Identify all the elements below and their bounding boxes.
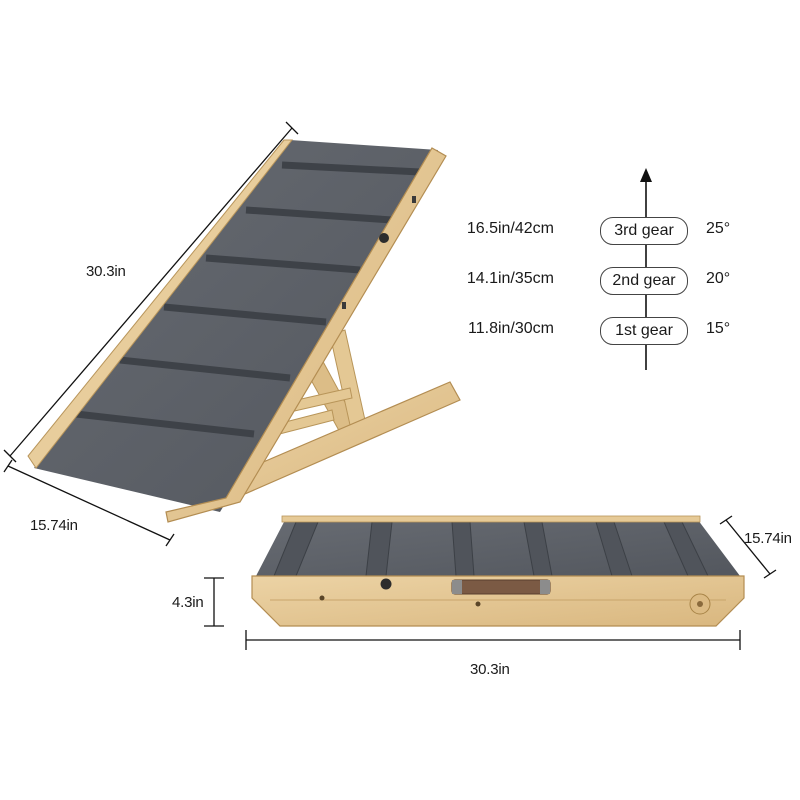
- inclined-ramp: [27, 139, 461, 523]
- gear-height: 16.5in/42cm: [466, 220, 554, 237]
- arrow-up-icon: [640, 168, 652, 182]
- ramp-right-rail: [165, 147, 447, 523]
- folded-length-label: 30.3in: [470, 661, 510, 678]
- ramp-carpet: [34, 140, 438, 512]
- folded-logo: [380, 578, 392, 590]
- folded-traction-strips: [273, 521, 709, 577]
- folded-height-label: 4.3in: [172, 594, 204, 611]
- ramp-left-rail: [27, 139, 294, 469]
- incline-width-label: 15.74in: [30, 517, 78, 534]
- gear-height: 14.1in/35cm: [466, 270, 554, 287]
- gear-angle: 25°: [706, 220, 731, 237]
- gear-label-pill: 3rd gear: [600, 217, 688, 245]
- ramp-logo: [379, 233, 389, 243]
- gear-label-pill: 2nd gear: [600, 267, 688, 295]
- dimension-lines: [3, 121, 777, 650]
- folded-ramp: [251, 515, 745, 627]
- ramp-traction-strips: [75, 161, 421, 438]
- gear-angle: 20°: [706, 270, 731, 287]
- gear-label-pill: 1st gear: [600, 317, 688, 345]
- gear-row-2nd: 14.1in/35cm 2nd gear 20°: [466, 267, 770, 295]
- gear-row-3rd: 16.5in/42cm 3rd gear 25°: [466, 217, 770, 245]
- gear-angle: 15°: [706, 320, 731, 337]
- folded-frame: [251, 575, 745, 627]
- gear-height: 11.8in/30cm: [468, 320, 554, 337]
- incline-length-label: 30.3in: [86, 263, 126, 280]
- gear-row-1st: 11.8in/30cm 1st gear 15°: [468, 317, 770, 345]
- folded-width-label: 15.74in: [744, 530, 792, 547]
- carry-handle: [451, 579, 551, 595]
